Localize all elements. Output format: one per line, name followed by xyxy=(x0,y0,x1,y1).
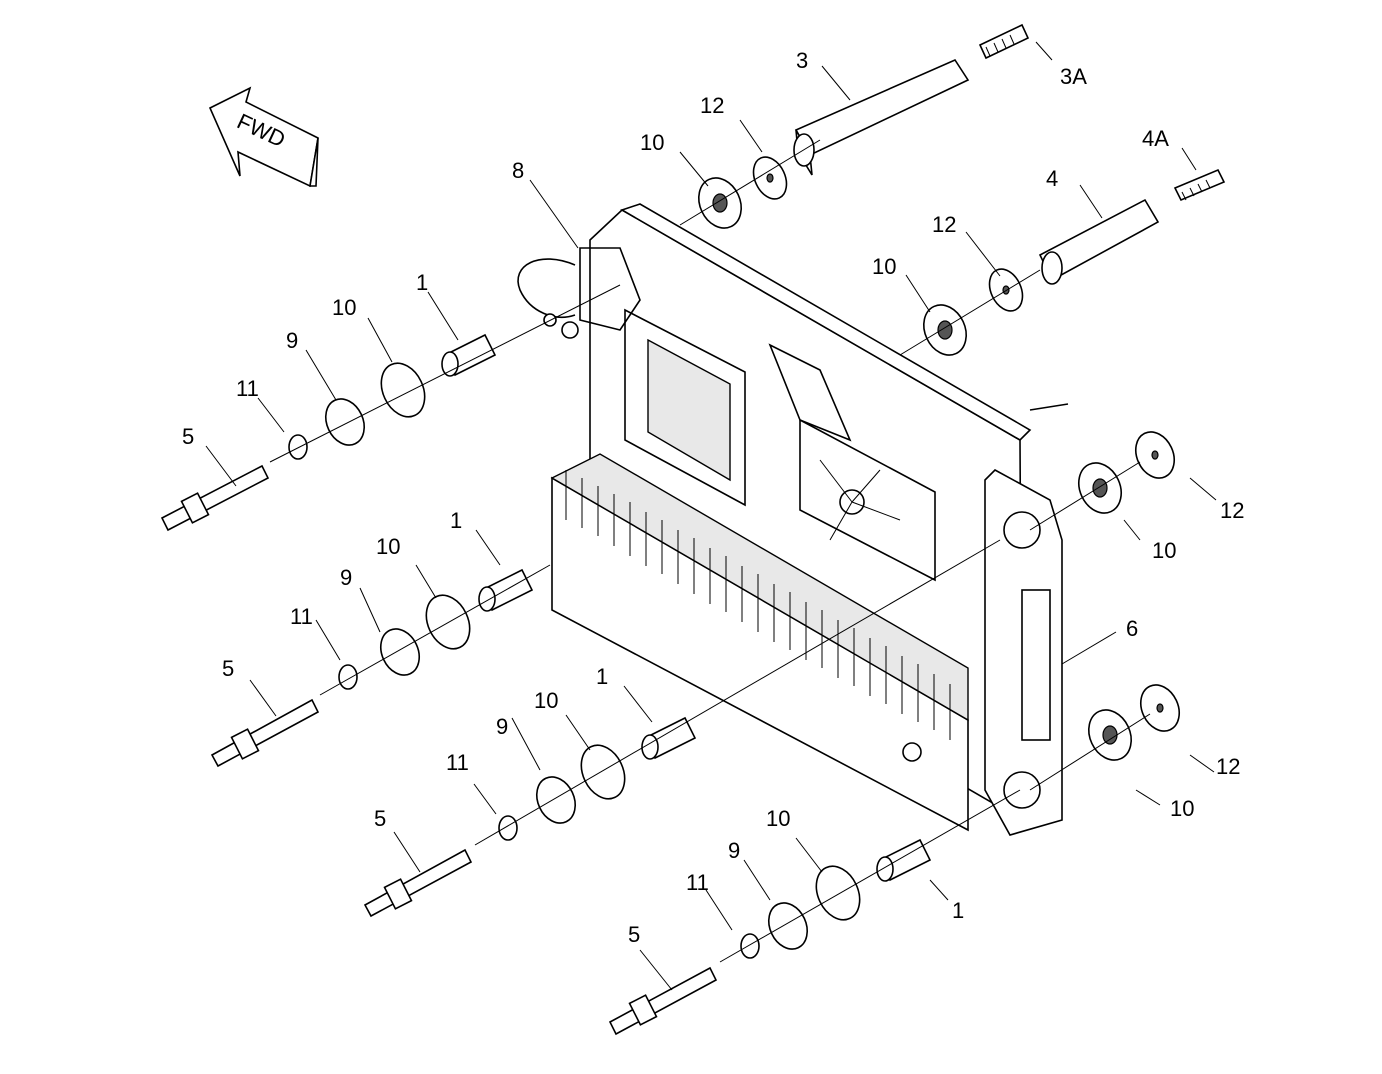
callout-9: 9 xyxy=(340,565,352,590)
callout-1: 1 xyxy=(952,898,964,923)
callout-10: 10 xyxy=(1170,796,1194,821)
callout-4a: 4A xyxy=(1142,126,1169,151)
callout-1: 1 xyxy=(596,664,608,689)
callout-5: 5 xyxy=(628,922,640,947)
callout-5: 5 xyxy=(222,656,234,681)
callout-10: 10 xyxy=(872,254,896,279)
callout-10: 10 xyxy=(766,806,790,831)
stud-stack-row-4 xyxy=(608,789,1021,1036)
callout-5: 5 xyxy=(374,806,386,831)
callout-11: 11 xyxy=(686,870,709,895)
right-washers xyxy=(1029,431,1181,791)
callout-10: 10 xyxy=(1152,538,1176,563)
callout-3a: 3A xyxy=(1060,64,1087,89)
heatsink-fins xyxy=(565,470,951,740)
callout-10: 10 xyxy=(534,688,558,713)
callout-10: 10 xyxy=(332,295,356,320)
callout-11: 11 xyxy=(446,750,469,775)
callout-6: 6 xyxy=(1126,616,1138,641)
callout-8: 8 xyxy=(512,158,524,183)
callout-4: 4 xyxy=(1046,166,1058,191)
callout-10: 10 xyxy=(376,534,400,559)
callout-11: 11 xyxy=(236,376,259,401)
callout-9: 9 xyxy=(728,838,740,863)
callout-12: 12 xyxy=(1216,754,1240,779)
stud-stack-row-1 xyxy=(160,284,621,532)
callout-3: 3 xyxy=(796,48,808,73)
callout-10: 10 xyxy=(640,130,664,155)
callout-9: 9 xyxy=(286,328,298,353)
callout-1: 1 xyxy=(416,270,428,295)
callout-12: 12 xyxy=(700,93,724,118)
stud-stack-row-3 xyxy=(363,539,1001,918)
standoff-4-assembly xyxy=(1038,168,1226,285)
fwd-arrow: FWD xyxy=(208,86,319,188)
callout-5: 5 xyxy=(182,424,194,449)
callout-12: 12 xyxy=(932,212,956,237)
ecm-housing xyxy=(517,203,1069,836)
standoff-3-assembly xyxy=(793,23,1030,176)
callout-labels: 3 3A 12 10 4A 4 8 12 10 1 10 9 11 5 12 1… xyxy=(182,48,1244,947)
callout-1: 1 xyxy=(450,508,462,533)
callout-12: 12 xyxy=(1220,498,1244,523)
callout-9: 9 xyxy=(496,714,508,739)
stud-stack-row-2 xyxy=(210,564,551,768)
leader-lines xyxy=(205,41,1217,991)
top-washers xyxy=(679,139,1041,356)
callout-11: 11 xyxy=(290,604,313,629)
